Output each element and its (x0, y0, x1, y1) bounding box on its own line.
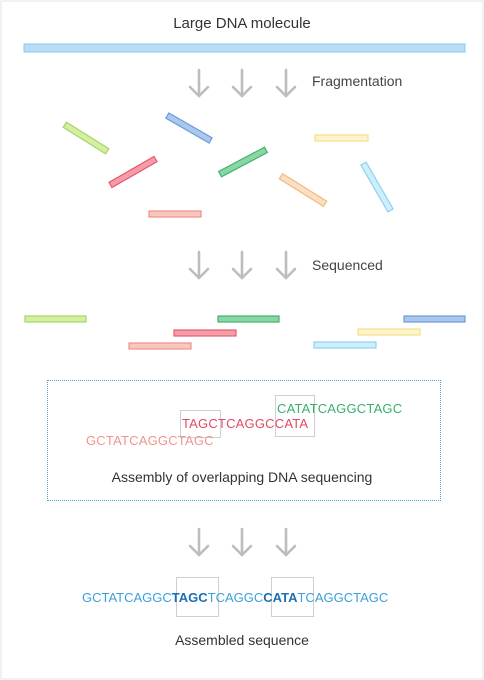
fragment-red (108, 155, 158, 189)
down-arrow-icon (231, 527, 253, 557)
assembled-overlap-2: CATA (263, 590, 298, 605)
fragments (62, 112, 394, 218)
assembled-part-3: TCAGGCTAGC (297, 590, 389, 605)
arrow-group-fragmentation (188, 68, 297, 98)
sequenced-reads (24, 315, 466, 350)
down-arrow-icon (188, 68, 210, 98)
read-salmon (128, 342, 192, 350)
assembly-box (47, 380, 441, 501)
fragment-orange (278, 172, 328, 208)
fragment-salmon (148, 210, 202, 218)
assembled-overlap-box-1 (176, 577, 219, 617)
fragment-skyblue (360, 161, 394, 213)
read-lime (24, 315, 87, 323)
assembly-caption: Assembly of overlapping DNA sequencing (111, 469, 373, 485)
read-green (217, 315, 280, 323)
fragment-yellow (314, 134, 369, 142)
read-red-text: TAGCTCAGGCCATA (182, 416, 309, 431)
assembled-caption: Assembled sequence (175, 632, 309, 648)
read-salmon-text: GCTATCAGGCTAGC (86, 433, 214, 448)
down-arrow-icon (231, 68, 253, 98)
assembled-overlap-1: TAGC (171, 590, 208, 605)
fragment-blue (165, 112, 213, 144)
arrow-group-assembled (188, 527, 297, 557)
assembled-sequence: GCTATCAGGCTAGCTCAGGCCATATCAGGCTAGC (82, 590, 388, 605)
fragmentation-label: Fragmentation (312, 73, 403, 89)
read-yellow (357, 328, 421, 336)
overlap-highlight-1 (180, 410, 221, 438)
down-arrow-icon (188, 527, 210, 557)
down-arrow-icon (275, 527, 297, 557)
assembled-overlap-box-2 (271, 577, 314, 617)
down-arrow-icon (231, 250, 253, 280)
assembled-part-1: GCTATCAGGC (82, 590, 172, 605)
fragment-lime (62, 121, 110, 155)
read-blue (403, 315, 466, 323)
down-arrow-icon (275, 250, 297, 280)
down-arrow-icon (188, 250, 210, 280)
read-skyblue (313, 341, 377, 349)
read-green-text: CATATCAGGCTAGC (277, 401, 403, 416)
large-dna-molecule-label: Large DNA molecule (173, 15, 311, 32)
down-arrow-icon (275, 68, 297, 98)
dna-molecule (23, 43, 466, 53)
arrow-group-sequenced (188, 250, 297, 280)
assembled-part-2: TCAGGC (207, 590, 264, 605)
fragment-green (217, 146, 269, 178)
read-red (173, 329, 237, 337)
overlap-highlight-2 (275, 395, 315, 437)
sequenced-label: Sequenced (312, 257, 383, 273)
